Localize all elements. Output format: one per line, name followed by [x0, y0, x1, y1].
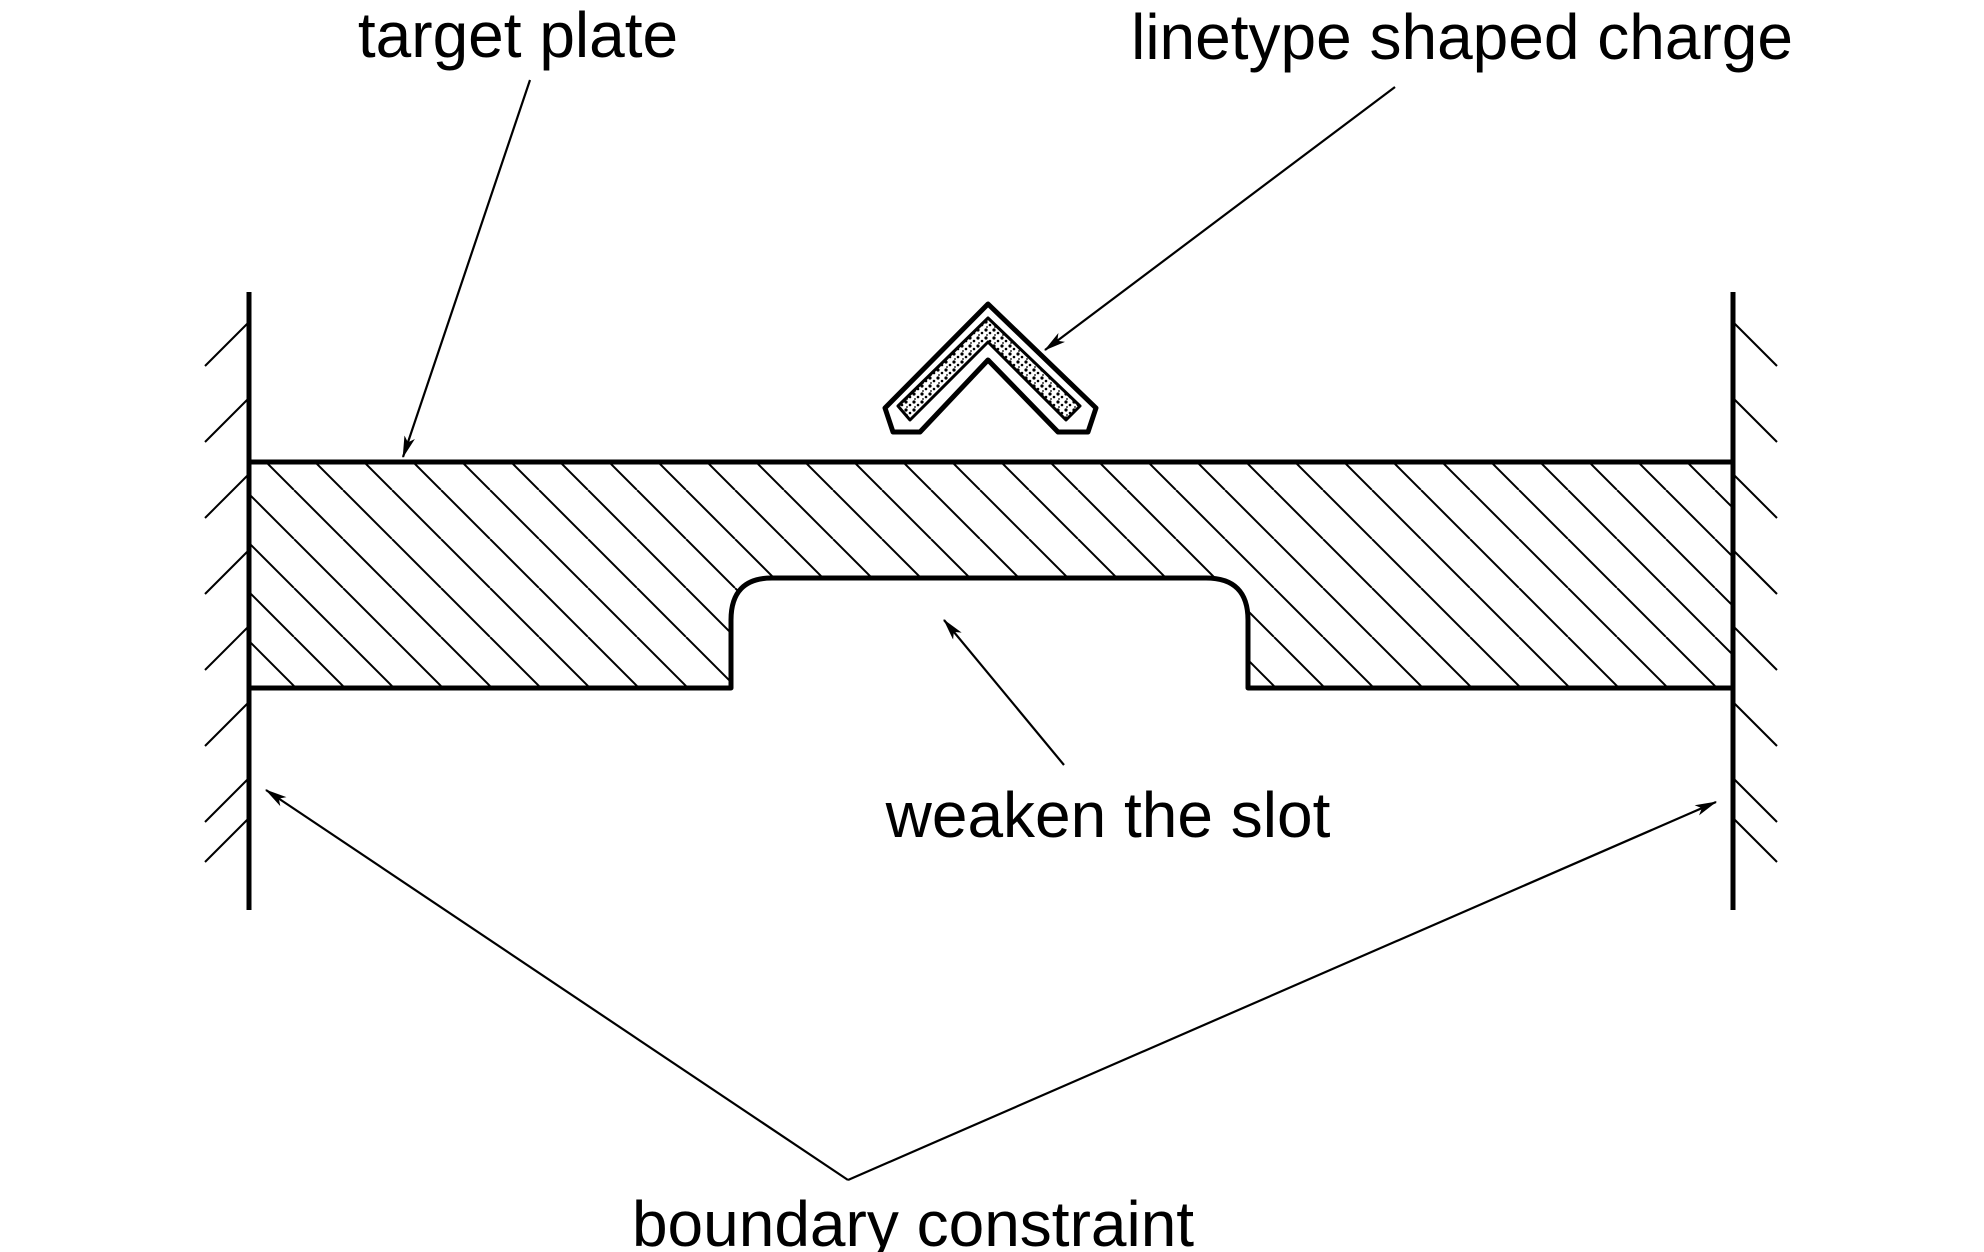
boundary-right-leader [847, 800, 1718, 1182]
target-plate-outline [249, 459, 1733, 691]
shaped-charge-label: linetype shaped charge [1131, 1, 1793, 73]
linetype-shaped-charge [882, 301, 1099, 435]
weaken-slot-label: weaken the slot [885, 779, 1331, 851]
boundary-left-leader [265, 789, 849, 1181]
shaped-charge-leader [1044, 86, 1396, 351]
leader-lines [265, 79, 1718, 1182]
target-plate-leader [401, 79, 532, 459]
right-wall-hatching [1732, 321, 1778, 863]
right-boundary-wall [1730, 292, 1778, 910]
weaken-slot-leader [943, 619, 1065, 766]
shaped-charge-explosive [896, 316, 1082, 422]
target-plate-body [249, 462, 1733, 688]
left-boundary-wall [204, 292, 252, 910]
target-plate-label: target plate [358, 0, 678, 71]
shaped-charge-body [882, 301, 1099, 435]
boundary-constraint-label: boundary constraint [632, 1188, 1194, 1252]
target-plate [249, 459, 1733, 691]
left-wall-hatching [204, 321, 250, 863]
